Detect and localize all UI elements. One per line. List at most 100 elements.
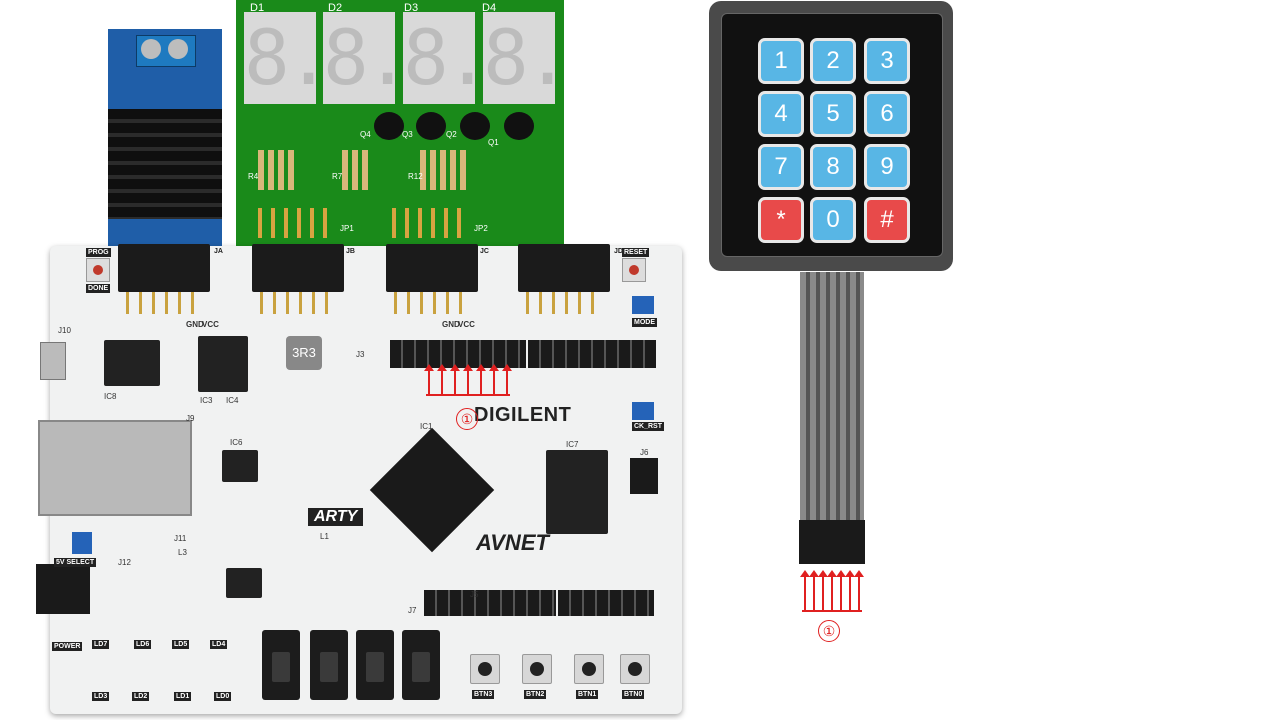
pmod-connector-jc — [386, 244, 478, 292]
ck-rst-label: CK_RST — [632, 422, 665, 431]
resistor-bank — [258, 150, 298, 190]
power-label: POWER — [52, 642, 83, 651]
resistor-label: R4 — [248, 172, 259, 181]
part-label: J5 — [470, 590, 479, 599]
marker-keypad: ① — [818, 620, 840, 642]
prog-button-cap — [93, 265, 103, 275]
seven-segment-digit: 8. — [403, 12, 491, 104]
key-star[interactable]: * — [758, 197, 804, 243]
button-btn2[interactable] — [522, 654, 552, 684]
transistor-label: Q2 — [446, 130, 457, 139]
key-0[interactable]: 0 — [810, 197, 856, 243]
part-label: IC7 — [566, 440, 579, 449]
led-label: LD4 — [210, 640, 228, 649]
prog-button[interactable] — [86, 258, 110, 282]
usb-port — [40, 342, 66, 380]
arrow-bracket — [426, 394, 510, 396]
pmod-pins — [126, 292, 202, 314]
header-pins — [258, 208, 336, 238]
5v-select-label: 5V SELECT — [54, 558, 97, 567]
button-btn1[interactable] — [574, 654, 604, 684]
resistor-bank — [420, 150, 470, 190]
part-label: J10 — [58, 326, 71, 335]
key-4[interactable]: 4 — [758, 91, 804, 137]
key-label: 6 — [880, 100, 894, 127]
signal-arrow — [827, 570, 837, 610]
key-7[interactable]: 7 — [758, 144, 804, 190]
ribbon-wire — [826, 272, 830, 537]
marker-board: ① — [456, 408, 478, 430]
ck-rst-jumper[interactable] — [632, 402, 654, 420]
pmod-connector-jb — [252, 244, 344, 292]
5v-select-jumper[interactable] — [72, 532, 92, 554]
led-label: LD1 — [174, 692, 192, 701]
arduino-header — [528, 340, 656, 368]
part-label: IC4 — [226, 396, 239, 405]
arduino-header — [558, 590, 654, 616]
reset-button[interactable] — [622, 258, 646, 282]
signal-arrow — [437, 364, 447, 394]
pin-label: GND — [186, 320, 204, 329]
signal-arrow — [809, 570, 819, 610]
key-label: * — [776, 206, 786, 233]
transistor — [416, 112, 446, 140]
pmod-label: JD — [614, 248, 623, 255]
switch-sw0[interactable] — [402, 630, 440, 700]
pmod-connector-ja — [118, 244, 210, 292]
key-5[interactable]: 5 — [810, 91, 856, 137]
key-hash[interactable]: # — [864, 197, 910, 243]
digit-label: D1 — [250, 2, 265, 14]
signal-arrow — [845, 570, 855, 610]
reset-button-cap — [629, 265, 639, 275]
part-label: IC8 — [104, 392, 117, 401]
digilent-logo: DIGILENT — [474, 404, 571, 427]
part-label: IC1 — [420, 422, 433, 431]
led-label: LD2 — [132, 692, 150, 701]
button-btn3[interactable] — [470, 654, 500, 684]
key-label: 1 — [774, 47, 788, 74]
key-8[interactable]: 8 — [810, 144, 856, 190]
key-label: 8 — [826, 153, 840, 180]
seven-segment-digit: 8. — [483, 12, 571, 104]
signal-arrow — [463, 364, 473, 394]
ribbon-cable — [800, 272, 864, 537]
resistor-bank — [342, 150, 372, 190]
switch-sw3[interactable] — [262, 630, 300, 700]
keypad-face: 1 2 3 4 5 6 7 8 9 * 0 # — [721, 13, 943, 257]
switch-sw2[interactable] — [310, 630, 348, 700]
key-9[interactable]: 9 — [864, 144, 910, 190]
digit-label: D2 — [328, 2, 343, 14]
ethernet-jack — [38, 420, 192, 516]
mode-jumper[interactable] — [632, 296, 654, 314]
digit-value: 8. — [403, 13, 491, 102]
seven-segment-digit: 8. — [244, 12, 332, 104]
signal-arrow — [424, 364, 434, 394]
avnet-logo: AVNET — [476, 530, 549, 556]
resistor-label: R7 — [332, 172, 343, 181]
digit-label: D4 — [482, 2, 497, 14]
key-2[interactable]: 2 — [810, 38, 856, 84]
seven-segment-module: D1 D2 D3 D4 8. 8. 8. 8. Q4 Q3 Q2 Q1 R4 R… — [236, 0, 571, 250]
regulator-chip — [226, 568, 262, 598]
key-label: 2 — [826, 47, 840, 74]
keypad-connector — [799, 520, 865, 564]
part-label: J3 — [356, 350, 365, 359]
key-3[interactable]: 3 — [864, 38, 910, 84]
header-label: JP1 — [340, 224, 354, 233]
ribbon-wire — [846, 272, 850, 537]
button-btn0[interactable] — [620, 654, 650, 684]
signal-arrow — [476, 364, 486, 394]
button-label: BTN1 — [576, 690, 599, 699]
key-6[interactable]: 6 — [864, 91, 910, 137]
transistor — [504, 112, 534, 140]
key-1[interactable]: 1 — [758, 38, 804, 84]
switch-sw1[interactable] — [356, 630, 394, 700]
arduino-header-j2 — [390, 340, 526, 368]
marker-keypad-text: ① — [822, 623, 836, 639]
arty-fpga-board: JA JB JC JD GND VCC GND VCC PROG DONE RE… — [36, 244, 682, 714]
marker-board-text: ① — [460, 411, 474, 427]
pmod-label: JC — [480, 248, 489, 255]
pmod-pins — [394, 292, 470, 314]
avnet-text: AVNET — [476, 530, 549, 555]
led-label: LD5 — [172, 640, 190, 649]
